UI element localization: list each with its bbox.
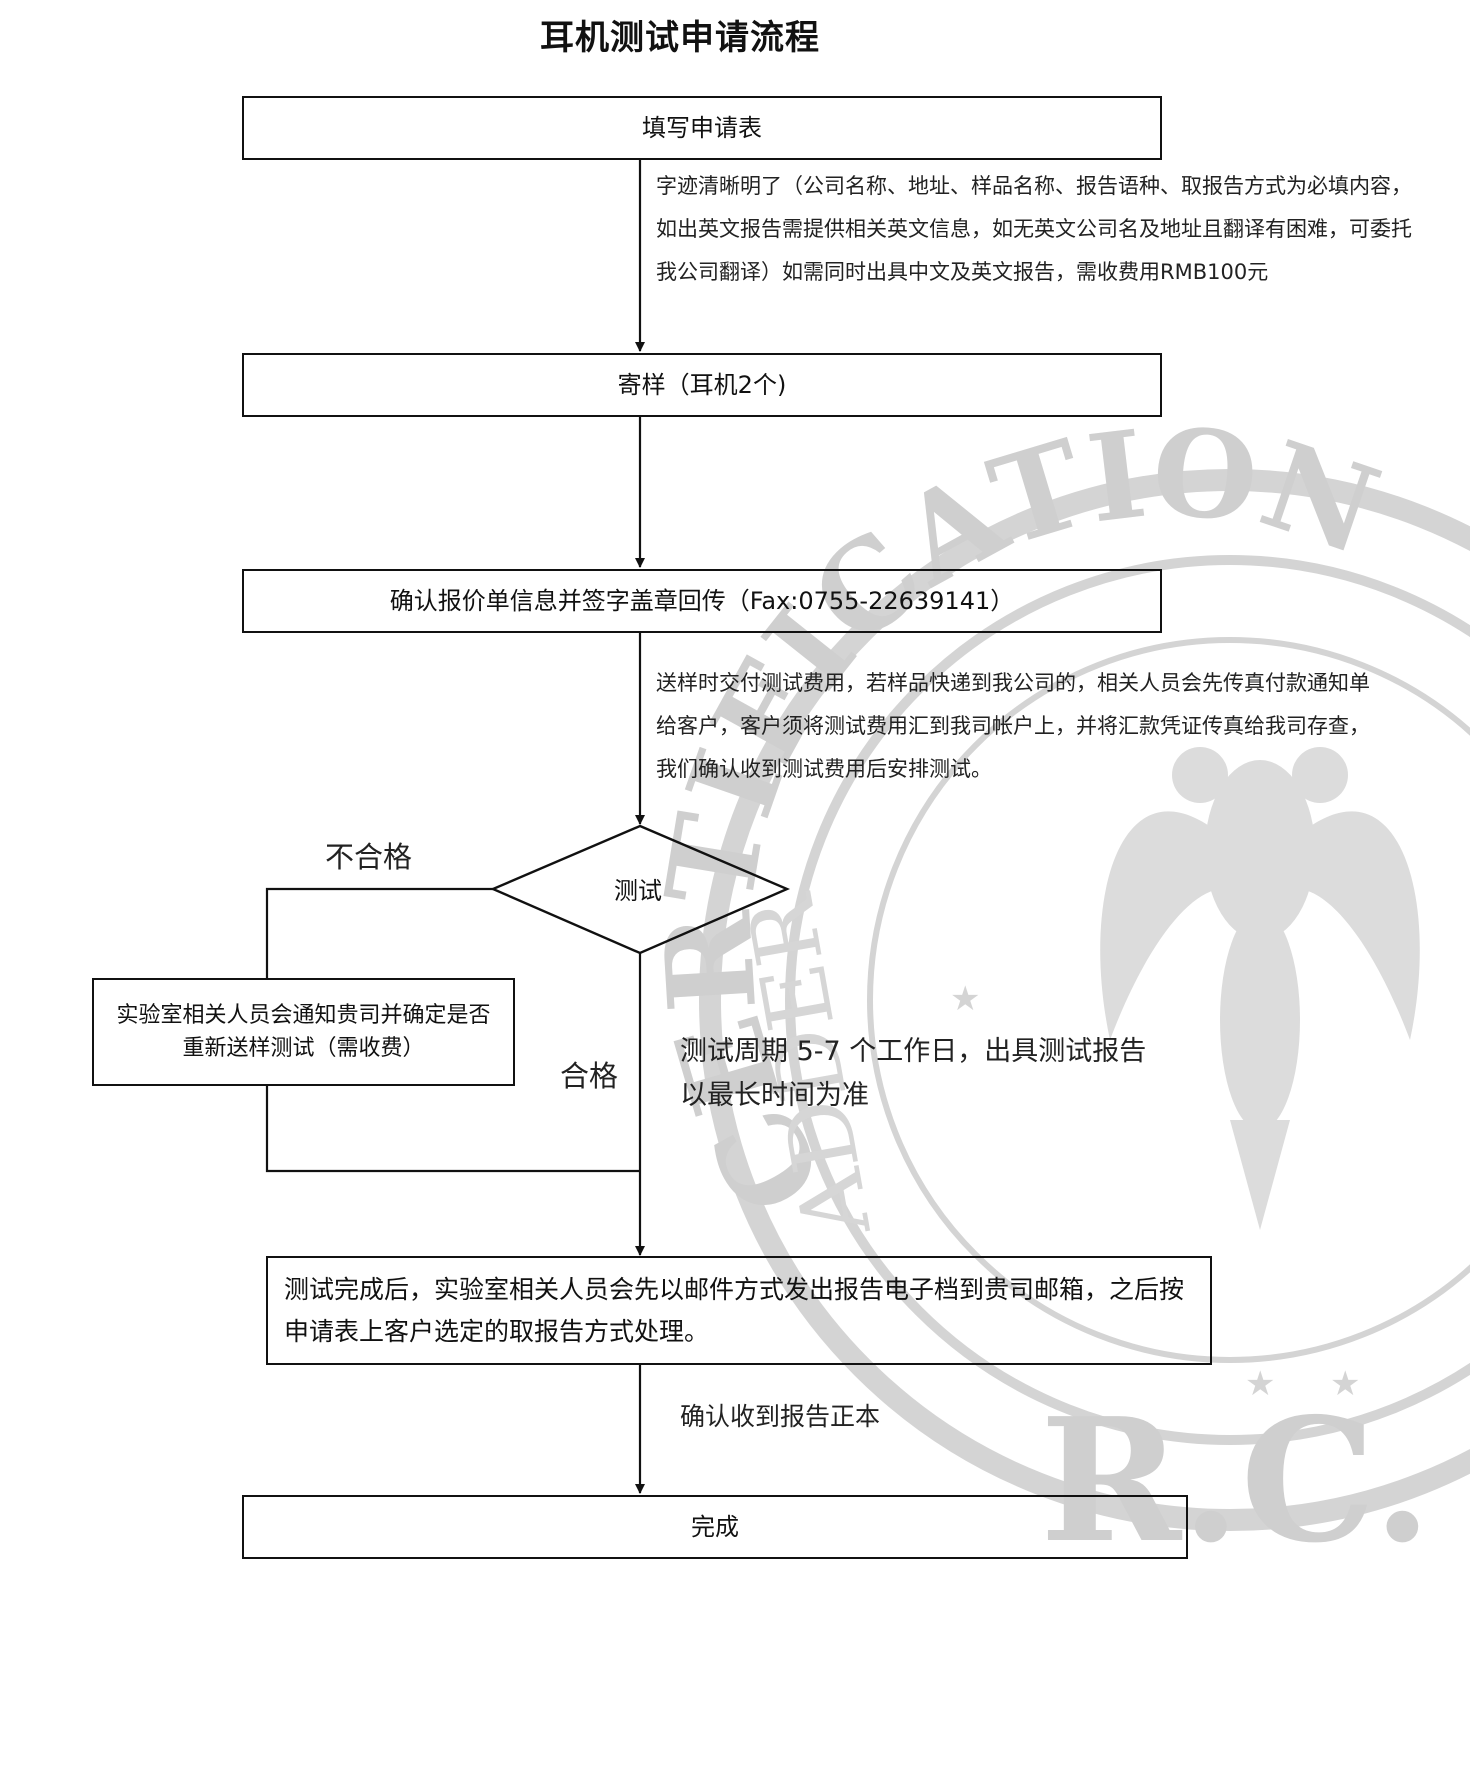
step-send-sample-label: 寄样（耳机2个) xyxy=(617,371,787,399)
retest-return-line xyxy=(265,1085,640,1173)
page-title: 耳机测试申请流程 xyxy=(540,18,820,58)
eagle-emblem-icon xyxy=(1100,747,1420,1230)
receive-original-note: 确认收到报告正本 xyxy=(680,1402,881,1431)
step-confirm-quote-label: 确认报价单信息并签字盖章回传（Fax:0755-22639141） xyxy=(389,587,1015,615)
step-notify-retest: 实验室相关人员会通知贵司并确定是否重新送样测试（需收费） xyxy=(92,978,515,1086)
fail-branch-label: 不合格 xyxy=(325,840,413,874)
star-icon: ★ xyxy=(1245,1364,1275,1404)
step-done-label: 完成 xyxy=(691,1513,739,1541)
payment-note: 送样时交付测试费用，若样品快递到我公司的，相关人员会先传真付款通知单给客户，客户… xyxy=(656,671,1370,781)
step-done: 完成 xyxy=(242,1495,1188,1559)
test-cycle-note: 测试周期 5-7 个工作日，出具测试报告以最长时间为准 xyxy=(680,1036,1147,1111)
step-report-sent: 测试完成后，实验室相关人员会先以邮件方式发出报告电子档到贵司邮箱，之后按申请表上… xyxy=(266,1256,1212,1365)
step-report-sent-label: 测试完成后，实验室相关人员会先以邮件方式发出报告电子档到贵司邮箱，之后按申请表上… xyxy=(284,1274,1185,1346)
form-requirements-note: 字迹清晰明了（公司名称、地址、样品名称、报告语种、取报告方式为必填内容，如出英文… xyxy=(656,174,1412,284)
step-fill-form: 填写申请表 xyxy=(242,96,1162,160)
decision-test-label: 测试 xyxy=(614,877,662,905)
fail-branch-line xyxy=(265,887,493,980)
step-fill-form-label: 填写申请表 xyxy=(642,114,762,142)
star-icon: ★ xyxy=(950,979,980,1019)
step-confirm-quote: 确认报价单信息并签字盖章回传（Fax:0755-22639141） xyxy=(242,569,1162,633)
pass-branch-label: 合格 xyxy=(560,1059,619,1093)
step-send-sample: 寄样（耳机2个) xyxy=(242,353,1162,417)
step-notify-retest-label: 实验室相关人员会通知贵司并确定是否重新送样测试（需收费） xyxy=(116,1003,491,1061)
star-icon: ★ xyxy=(1330,1364,1360,1404)
